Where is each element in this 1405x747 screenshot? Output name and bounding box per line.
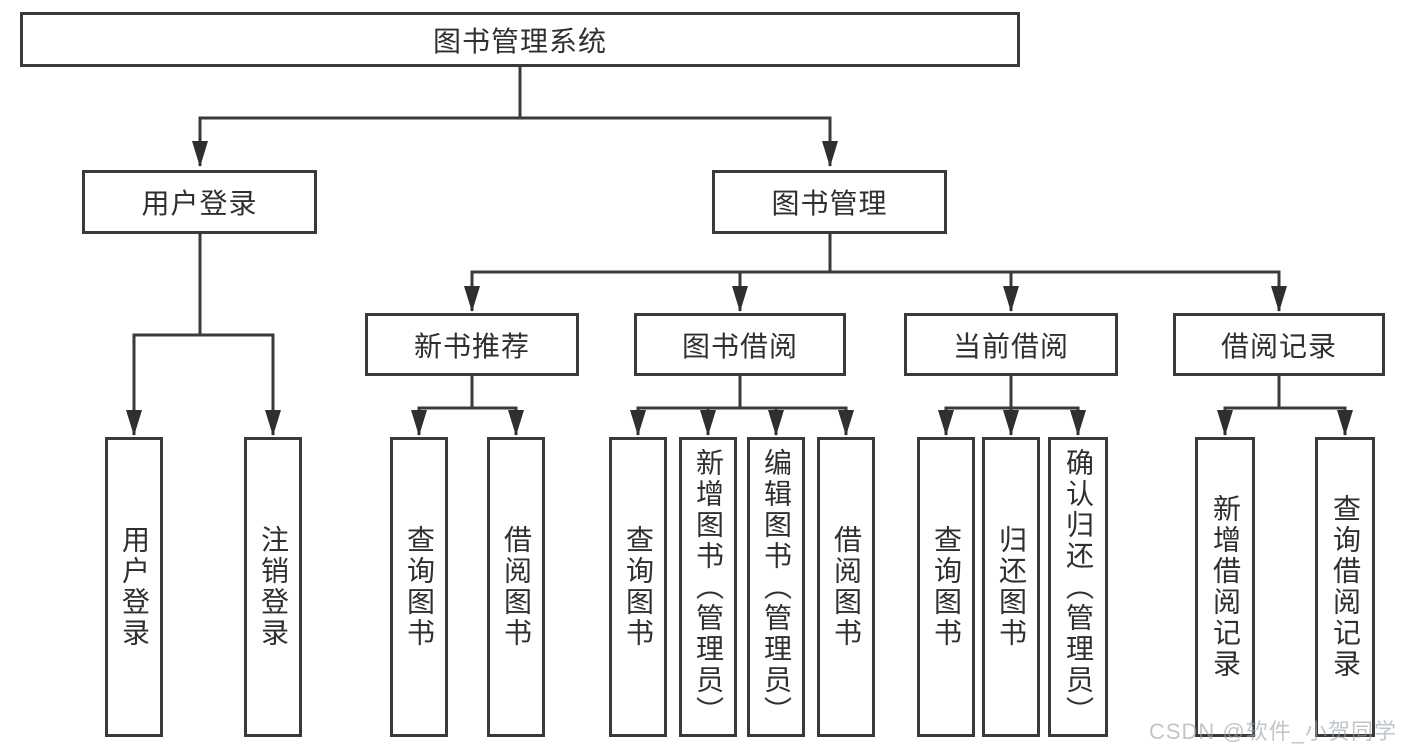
node-book-management-label: 图书管理 [771,188,888,219]
leaf-edit-book-admin-label: 编辑图书（管理员） [761,447,792,727]
leaf-borrow-books: 借阅图书 [817,437,875,737]
leaf-add-book-admin-label: 新增图书（管理员） [693,447,724,727]
node-current-borrow: 当前借阅 [904,313,1118,376]
leaf-query-books-recommend-label: 查询图书 [404,525,435,649]
node-book-borrow: 图书借阅 [634,313,846,376]
leaf-query-books-recommend: 查询图书 [390,437,448,737]
node-root-label: 图书管理系统 [432,25,607,57]
node-book-borrow-label: 图书借阅 [681,330,798,362]
leaf-edit-book-admin: 编辑图书（管理员） [747,437,805,737]
leaf-user-login-label: 用户登录 [119,525,150,649]
leaf-add-borrow-record: 新增借阅记录 [1195,437,1255,737]
node-new-book-recommend-label: 新书推荐 [413,330,530,362]
leaf-add-borrow-record-label: 新增借阅记录 [1210,494,1241,680]
leaf-user-login: 用户登录 [105,437,163,737]
leaf-return-books: 归还图书 [982,437,1040,737]
leaf-query-borrow-record-label: 查询借阅记录 [1330,494,1361,680]
leaf-borrow-books-recommend-label: 借阅图书 [501,525,532,649]
leaf-add-book-admin: 新增图书（管理员） [679,437,737,737]
node-borrow-records: 借阅记录 [1173,313,1385,376]
leaf-return-books-label: 归还图书 [996,525,1027,649]
leaf-borrow-books-label: 借阅图书 [831,525,862,649]
leaf-confirm-return-admin-label: 确认归还（管理员） [1063,447,1094,727]
node-user-login: 用户登录 [82,170,317,234]
leaf-query-books-current: 查询图书 [917,437,975,737]
leaf-logout: 注销登录 [244,437,302,737]
leaf-borrow-books-recommend: 借阅图书 [487,437,545,737]
leaf-query-books-borrow: 查询图书 [609,437,667,737]
node-user-login-label: 用户登录 [141,188,258,219]
node-root: 图书管理系统 [20,12,1020,67]
node-book-management: 图书管理 [712,170,947,234]
node-current-borrow-label: 当前借阅 [952,330,1069,362]
leaf-confirm-return-admin: 确认归还（管理员） [1048,437,1108,737]
leaf-query-books-borrow-label: 查询图书 [623,525,654,649]
watermark-text: CSDN @软件_小贺同学 [1148,719,1397,744]
node-new-book-recommend: 新书推荐 [365,313,579,376]
node-borrow-records-label: 借阅记录 [1220,330,1337,362]
leaf-logout-label: 注销登录 [258,525,289,649]
leaf-query-books-current-label: 查询图书 [931,525,962,649]
leaf-query-borrow-record: 查询借阅记录 [1315,437,1375,737]
